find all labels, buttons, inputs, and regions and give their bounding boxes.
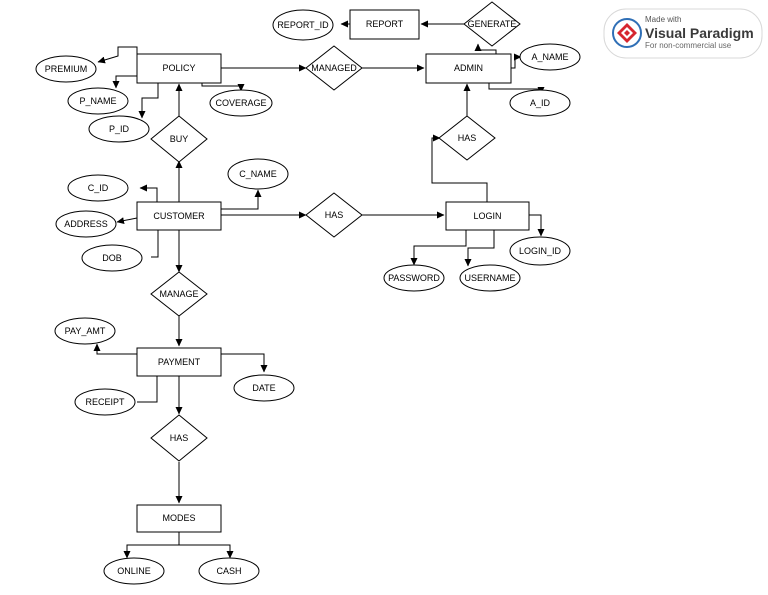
edge-login-username — [464, 230, 495, 267]
entity-policy-label: POLICY — [162, 63, 195, 73]
attribute-receipt-label: RECEIPT — [85, 397, 125, 407]
edge-admin-generate — [474, 43, 497, 54]
attribute-c-id[interactable]: C_ID — [67, 174, 129, 202]
edge-customer-dob — [151, 230, 159, 258]
attribute-c-name[interactable]: C_NAME — [227, 158, 289, 190]
attribute-username[interactable]: USERNAME — [459, 264, 521, 292]
edge-customer-c-id — [139, 184, 158, 202]
edge-modes-online — [123, 532, 180, 559]
relationship-generate[interactable]: GENERATE — [463, 1, 521, 47]
edge-policy-premium — [97, 46, 138, 64]
attribute-pay-amt[interactable]: PAY_AMT — [54, 317, 116, 345]
badge-note: For non-commercial use — [645, 41, 732, 50]
relationship-has-admin-login-label: HAS — [458, 133, 477, 143]
attribute-username-label: USERNAME — [464, 273, 515, 283]
edge-login-password — [410, 230, 467, 266]
connectors — [93, 20, 545, 559]
relationship-buy-label: BUY — [170, 134, 189, 144]
attribute-receipt[interactable]: RECEIPT — [74, 388, 136, 416]
relationship-has-customer-login[interactable]: HAS — [305, 192, 363, 238]
entity-payment[interactable]: PAYMENT — [136, 347, 222, 377]
attribute-pay-amt-label: PAY_AMT — [65, 326, 106, 336]
entity-login[interactable]: LOGIN — [445, 201, 530, 231]
relationship-managed[interactable]: MANAGED — [305, 45, 363, 91]
entity-modes[interactable]: MODES — [136, 504, 222, 533]
edge-login-login-id — [529, 214, 545, 237]
attribute-address[interactable]: ADDRESS — [55, 210, 117, 238]
edge-payment-pay-amt — [93, 343, 137, 355]
attribute-report-id[interactable]: REPORT_ID — [272, 9, 334, 41]
relationship-has-payment-modes[interactable]: HAS — [150, 414, 208, 462]
attribute-password[interactable]: PASSWORD — [383, 264, 445, 292]
badge-brand: Visual Paradigm — [645, 25, 754, 41]
badge-made-with: Made with — [645, 15, 681, 24]
entity-login-label: LOGIN — [473, 211, 501, 221]
entity-report[interactable]: REPORT — [349, 9, 420, 40]
attribute-dob-label: DOB — [102, 253, 122, 263]
entity-report-label: REPORT — [366, 19, 404, 29]
relationship-managed-label: MANAGED — [311, 63, 357, 73]
attribute-c-name-label: C_NAME — [239, 169, 277, 179]
attribute-date-label: DATE — [252, 383, 275, 393]
relationship-buy[interactable]: BUY — [150, 115, 208, 163]
entity-admin-label: ADMIN — [454, 63, 483, 73]
attribute-a-id[interactable]: A_ID — [509, 89, 571, 117]
attribute-coverage[interactable]: COVERAGE — [209, 89, 273, 117]
edge-policy-coverage — [201, 82, 245, 92]
entity-customer[interactable]: CUSTOMER — [136, 201, 222, 231]
edge-modes-cash — [178, 532, 234, 559]
relationship-manage-label: MANAGE — [159, 289, 198, 299]
attribute-p-id[interactable]: P_ID — [88, 115, 150, 143]
attribute-premium[interactable]: PREMIUM — [35, 55, 97, 83]
attribute-p-name-label: P_NAME — [79, 96, 116, 106]
attribute-password-label: PASSWORD — [388, 273, 440, 283]
edge-login-has-admin — [431, 134, 488, 202]
edge-policy-p-name — [112, 75, 137, 89]
edge-payment-receipt — [137, 376, 158, 403]
edge-payment-date — [221, 353, 268, 373]
attribute-premium-label: PREMIUM — [45, 64, 88, 74]
attribute-dob[interactable]: DOB — [81, 244, 143, 272]
attribute-coverage-label: COVERAGE — [215, 98, 266, 108]
entity-payment-label: PAYMENT — [158, 357, 201, 367]
entity-modes-label: MODES — [162, 513, 195, 523]
attribute-online[interactable]: ONLINE — [103, 557, 165, 585]
edge-policy-p-id — [138, 82, 159, 119]
entity-policy[interactable]: POLICY — [136, 53, 222, 84]
relationship-has-payment-modes-label: HAS — [170, 433, 189, 443]
attribute-c-id-label: C_ID — [88, 183, 109, 193]
visual-paradigm-badge: Made with Visual Paradigm For non-commer… — [603, 8, 763, 59]
attribute-report-id-label: REPORT_ID — [277, 20, 329, 30]
attribute-p-id-label: P_ID — [109, 124, 130, 134]
relationship-has-customer-login-label: HAS — [325, 210, 344, 220]
attribute-address-label: ADDRESS — [64, 219, 108, 229]
edge-customer-address — [116, 217, 138, 225]
entity-customer-label: CUSTOMER — [153, 211, 205, 221]
visual-paradigm-logo-icon — [612, 18, 642, 48]
relationship-has-admin-login[interactable]: HAS — [438, 115, 496, 161]
attribute-a-name[interactable]: A_NAME — [519, 43, 581, 71]
attribute-login-id-label: LOGIN_ID — [519, 246, 562, 256]
attribute-a-id-label: A_ID — [530, 98, 551, 108]
attribute-p-name[interactable]: P_NAME — [67, 87, 129, 115]
attribute-a-name-label: A_NAME — [531, 52, 568, 62]
edge-admin-a-name — [511, 53, 522, 69]
attribute-date[interactable]: DATE — [233, 374, 295, 402]
entity-admin[interactable]: ADMIN — [425, 53, 512, 84]
attribute-login-id[interactable]: LOGIN_ID — [509, 236, 571, 266]
edge-customer-c-name — [221, 189, 262, 210]
attribute-cash-label: CASH — [216, 566, 241, 576]
relationship-manage[interactable]: MANAGE — [150, 271, 208, 317]
attribute-online-label: ONLINE — [117, 566, 151, 576]
relationship-generate-label: GENERATE — [468, 19, 517, 29]
attribute-cash[interactable]: CASH — [198, 557, 260, 585]
